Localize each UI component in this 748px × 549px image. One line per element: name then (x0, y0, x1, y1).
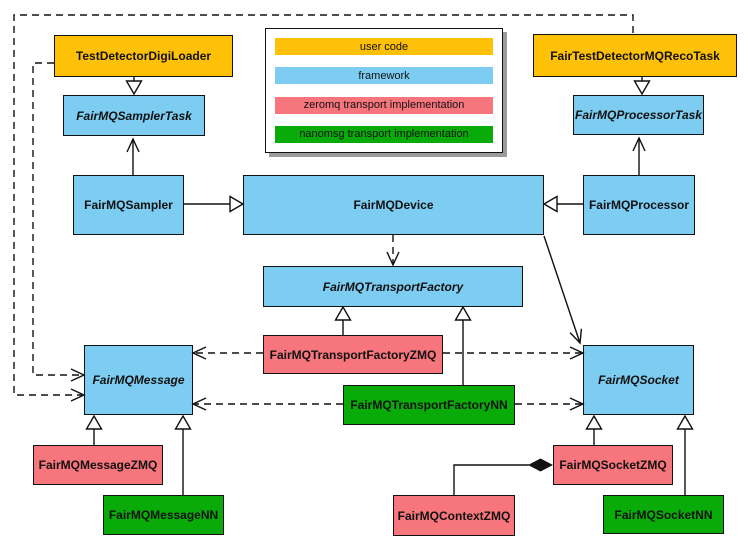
marker-hollow-triangle (585, 414, 603, 430)
class-box-fairmq-processor-task: FairMQProcessorTask (573, 95, 704, 135)
legend: user code framework zeromq transport imple… (265, 28, 503, 153)
marker-open (70, 368, 86, 382)
class-box-fairmq-message-zmq: FairMQMessageZMQ (33, 445, 163, 485)
marker-hollow-triangle (174, 414, 192, 430)
marker-diamond (528, 458, 553, 472)
legend-swatch-zeromq: zeromq transport implementation (275, 96, 493, 114)
marker-hollow-triangle (334, 305, 352, 321)
class-box-fairmq-transport-factory-zmq: FairMQTransportFactoryZMQ (263, 335, 443, 374)
edge-generalization-6 (184, 195, 245, 213)
class-box-fairmq-message-nn: FairMQMessageNN (103, 495, 224, 535)
edge-association-4 (126, 137, 140, 175)
edge-generalization-17 (174, 414, 192, 495)
edge-dependency-15 (515, 397, 585, 411)
marker-open (569, 346, 585, 360)
edge-association-5 (632, 136, 646, 175)
class-box-fairmq-message: FairMQMessage (84, 345, 193, 415)
marker-open (632, 136, 646, 152)
marker-open (70, 388, 86, 402)
edge-dependency-13 (443, 346, 585, 360)
marker-hollow-triangle (454, 305, 472, 321)
edge-generalization-3 (633, 77, 651, 96)
class-box-fairmq-sampler: FairMQSampler (73, 175, 184, 235)
class-box-fairmq-context-zmq: FairMQContextZMQ (393, 495, 515, 536)
class-box-fairmq-device: FairMQDevice (243, 175, 544, 235)
edge-generalization-18 (585, 414, 603, 445)
marker-hollow-triangle (85, 414, 103, 430)
class-box-fairmq-processor: FairMQProcessor (583, 175, 695, 235)
marker-open (569, 397, 585, 411)
marker-hollow-triangle (229, 195, 245, 213)
marker-open (191, 346, 207, 360)
legend-swatch-nanomsg: nanomsg transport implementation (275, 125, 493, 143)
edge-generalization-11 (454, 305, 472, 385)
legend-swatch-user_code: user code (275, 38, 493, 55)
edge-dependency-12 (191, 346, 263, 360)
class-box-fairmq-socket: FairMQSocket (583, 345, 694, 415)
class-box-fairmq-transport-factory: FairMQTransportFactory (263, 266, 523, 307)
edge-generalization-10 (334, 305, 352, 335)
class-box-fairmq-transport-factory-nn: FairMQTransportFactoryNN (343, 385, 515, 425)
marker-hollow-triangle (633, 80, 651, 96)
marker-open (126, 137, 140, 153)
class-box-fairmq-socket-nn: FairMQSocketNN (603, 495, 724, 534)
class-box-fair-test-detector-mq-reco-task: FairTestDetectorMQRecoTask (533, 34, 737, 77)
edge-association-9 (543, 235, 583, 345)
marker-open (569, 328, 583, 345)
edge-generalization-2 (125, 77, 143, 96)
edge-dependency-14 (191, 397, 343, 411)
class-box-fairmq-socket-zmq: FairMQSocketZMQ (553, 445, 673, 485)
marker-hollow-triangle (125, 80, 143, 96)
marker-open (386, 251, 400, 267)
class-box-fairmq-sampler-task: FairMQSamplerTask (63, 95, 205, 136)
edge-dependency-8 (386, 235, 400, 267)
class-box-test-detector-digi-loader: TestDetectorDigiLoader (54, 35, 233, 77)
legend-swatch-framework: framework (275, 67, 493, 85)
edge-generalization-16 (85, 414, 103, 445)
edge-composition-20 (453, 458, 553, 495)
edge-generalization-19 (676, 414, 694, 495)
marker-hollow-triangle (542, 195, 558, 213)
marker-hollow-triangle (676, 414, 694, 430)
marker-open (191, 397, 207, 411)
edge-generalization-7 (542, 195, 583, 213)
